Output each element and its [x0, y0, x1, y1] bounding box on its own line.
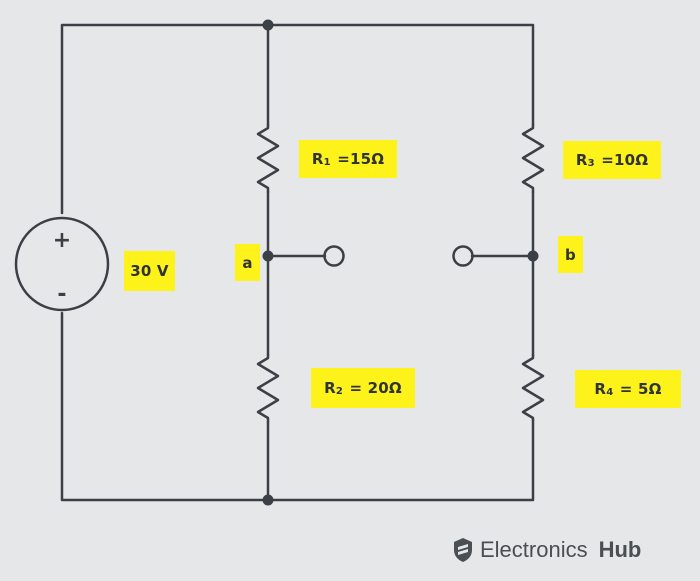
node-a-label: a — [235, 244, 260, 281]
electronicshub-logo-icon — [454, 538, 472, 562]
brand-name-regular: Electronics — [480, 537, 588, 562]
junction-bottom — [262, 494, 274, 506]
r4-value: = 5Ω — [619, 380, 662, 398]
source-minus-sign: - — [57, 282, 66, 307]
brand-logo: Electronics Hub — [452, 537, 641, 563]
junction-a — [262, 250, 274, 262]
r3-index: 3 — [587, 157, 595, 169]
source-voltage-label: 30 V — [124, 251, 175, 291]
terminal-a — [323, 245, 345, 267]
r4-letter: R — [594, 380, 607, 398]
r4-index: 4 — [606, 386, 614, 398]
r2-index: 2 — [335, 385, 344, 397]
r1-index: 1 — [323, 156, 331, 168]
r2-letter: R — [324, 379, 336, 397]
brand-name-bold: Hub — [598, 537, 642, 562]
r1-letter: R — [311, 150, 324, 168]
r3-value: =10Ω — [601, 151, 649, 169]
wire-source-bottom — [60, 311, 535, 502]
source-plus-sign: + — [53, 228, 71, 253]
node-b-label: b — [558, 236, 583, 273]
resistor-r4 — [521, 353, 545, 422]
resistor-r2 — [256, 353, 280, 424]
terminal-b — [452, 245, 474, 267]
junction-b — [527, 250, 539, 262]
voltage-source — [14, 216, 110, 312]
junction-top — [262, 19, 274, 31]
r1-value: =15Ω — [337, 150, 385, 168]
r2-value: = 20Ω — [349, 379, 402, 397]
r3-letter: R — [575, 151, 588, 169]
wire-source-top — [60, 23, 535, 215]
resistor-r3 — [521, 123, 545, 194]
resistor-r1 — [256, 123, 280, 194]
